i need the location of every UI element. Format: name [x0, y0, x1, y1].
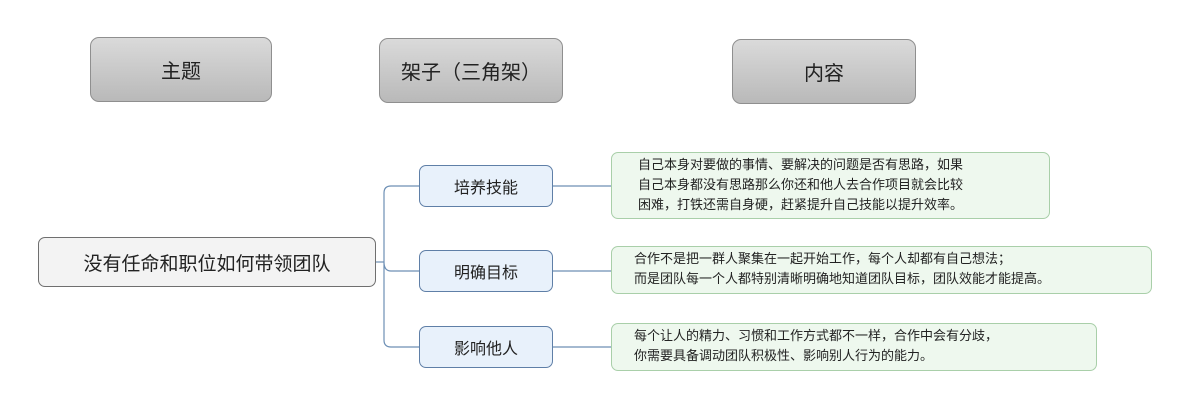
root-topic-label: 没有任命和职位如何带领团队 [83, 252, 331, 275]
header-frame: 架子（三角架） [379, 38, 563, 103]
branch-trunk [383, 185, 419, 348]
branch-label: 明确目标 [453, 263, 518, 282]
header-content-label: 内容 [804, 61, 844, 85]
branch-label: 影响他人 [453, 339, 518, 358]
branch-node-influence[interactable]: 影响他人 [419, 326, 553, 368]
header-content: 内容 [732, 39, 916, 104]
header-topic: 主题 [90, 37, 272, 102]
content-line: 自己本身对要做的事情、要解决的问题是否有思路，如果 [638, 157, 964, 173]
content-node-goals[interactable]: 合作不是把一群人聚集在一起开始工作，每个人却都有自己想法； 而是团队每一个人都特… [611, 246, 1152, 294]
content-line: 而是团队每一个人都特别清晰明确地知道团队目标，团队效能才能提高。 [634, 272, 1051, 287]
content-line: 困难，打铁还需自身硬，赶紧提升自己技能以提升效率。 [638, 197, 964, 213]
branch-node-goals[interactable]: 明确目标 [419, 250, 553, 292]
root-topic-node[interactable]: 没有任命和职位如何带领团队 [38, 237, 376, 287]
content-node-skills[interactable]: 自己本身对要做的事情、要解决的问题是否有思路，如果 自己本身都没有思路那么你还和… [611, 152, 1050, 219]
header-frame-label: 架子（三角架） [401, 60, 541, 84]
branch-node-skills[interactable]: 培养技能 [419, 165, 553, 207]
header-topic-label: 主题 [161, 59, 201, 83]
content-line: 合作不是把一群人聚集在一起开始工作，每个人却都有自己想法； [634, 252, 1012, 267]
branch-label: 培养技能 [453, 178, 518, 197]
content-line: 你需要具备调动团队积极性、影响别人行为的能力。 [634, 349, 934, 364]
content-line: 自己本身都没有思路那么你还和他人去合作项目就会比较 [638, 177, 964, 193]
content-node-influence[interactable]: 每个让人的精力、习惯和工作方式都不一样，合作中会有分歧， 你需要具备调动团队积极… [611, 323, 1097, 371]
content-line: 每个让人的精力、习惯和工作方式都不一样，合作中会有分歧， [634, 329, 999, 344]
